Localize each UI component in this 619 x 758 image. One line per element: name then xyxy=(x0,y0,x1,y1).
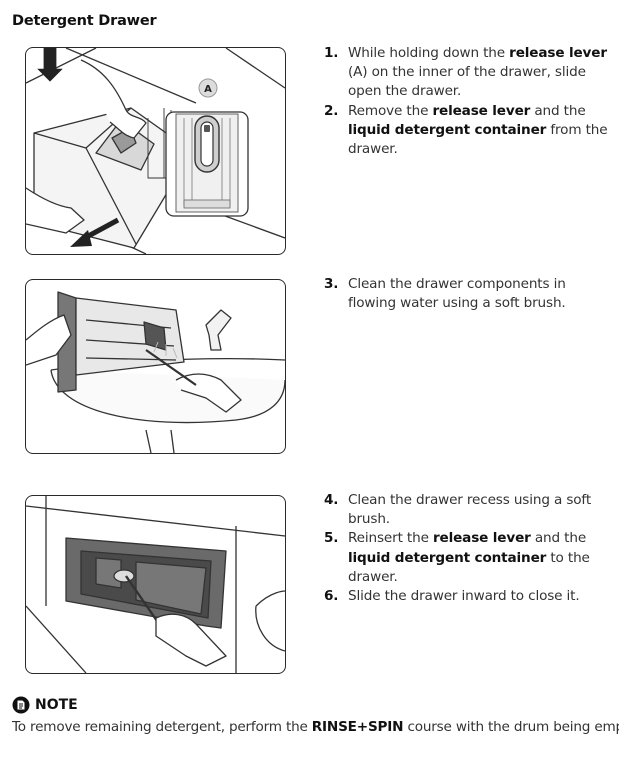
step-number: 6. xyxy=(324,588,339,605)
step-number: 2. xyxy=(324,102,339,119)
step-number: 1. xyxy=(324,45,339,61)
step-item: 5. Reinsert the release lever and the liq… xyxy=(324,529,614,587)
step-item: 3. Clean the drawer components in flowing… xyxy=(324,275,614,313)
open-drawer-drawing: A xyxy=(26,48,285,254)
step-text: from the drawer. xyxy=(348,121,608,158)
step-text: and the xyxy=(530,530,587,547)
step-text: Slide the drawer inward to close it. xyxy=(348,588,580,605)
illustration-open-drawer: A xyxy=(25,47,286,255)
callout-label-a: A xyxy=(204,84,212,95)
section-title: Detergent Drawer xyxy=(12,13,157,29)
steps-list-3: 4. Clean the drawer recess using a soft b… xyxy=(324,491,614,606)
step-term: liquid detergent container xyxy=(348,121,547,138)
step-item: 1. While holding down the release lever (… xyxy=(324,44,614,102)
step-text: Remove the xyxy=(348,102,433,119)
step-item: 4. Clean the drawer recess using a soft b… xyxy=(324,491,614,529)
step-term: release lever xyxy=(432,102,531,119)
step-term: release lever xyxy=(509,45,607,61)
note-heading: NOTE xyxy=(12,696,78,714)
note-text-part: course with the drum being empty. xyxy=(403,719,619,735)
step-text: and the xyxy=(530,102,586,119)
steps-list-1: 1. While holding down the release lever (… xyxy=(324,44,614,159)
step-text: Reinsert the xyxy=(348,530,433,547)
note-title: NOTE xyxy=(35,697,78,713)
steps-list-2: 3. Clean the drawer components in flowing… xyxy=(324,275,614,313)
clean-recess-drawing xyxy=(26,496,285,673)
step-number: 4. xyxy=(324,492,339,508)
note-course-name: RINSE+SPIN xyxy=(311,719,404,735)
step-text: Clean the drawer recess using a soft bru… xyxy=(348,492,592,528)
step-text: to the drawer. xyxy=(348,549,590,585)
step-term: release lever xyxy=(432,530,531,547)
illustration-clean-recess xyxy=(25,495,286,674)
step-text: (A) on the inner of the drawer, slide op… xyxy=(348,64,586,100)
step-text: While holding down the xyxy=(348,45,510,61)
step-number: 5. xyxy=(324,530,339,547)
step-item: 6. Slide the drawer inward to close it. xyxy=(324,587,614,606)
step-number: 3. xyxy=(324,276,339,292)
illustration-wash-components xyxy=(25,279,286,454)
step-text: Clean the drawer components in flowing w… xyxy=(348,276,566,312)
step-term: liquid detergent container xyxy=(348,549,547,566)
note-icon xyxy=(12,696,30,714)
note-text: To remove remaining detergent, perform t… xyxy=(12,719,619,735)
wash-components-drawing xyxy=(26,291,285,453)
step-item: 2. Remove the release lever and the liqui… xyxy=(324,102,614,160)
note-text-part: To remove remaining detergent, perform t… xyxy=(12,719,312,735)
